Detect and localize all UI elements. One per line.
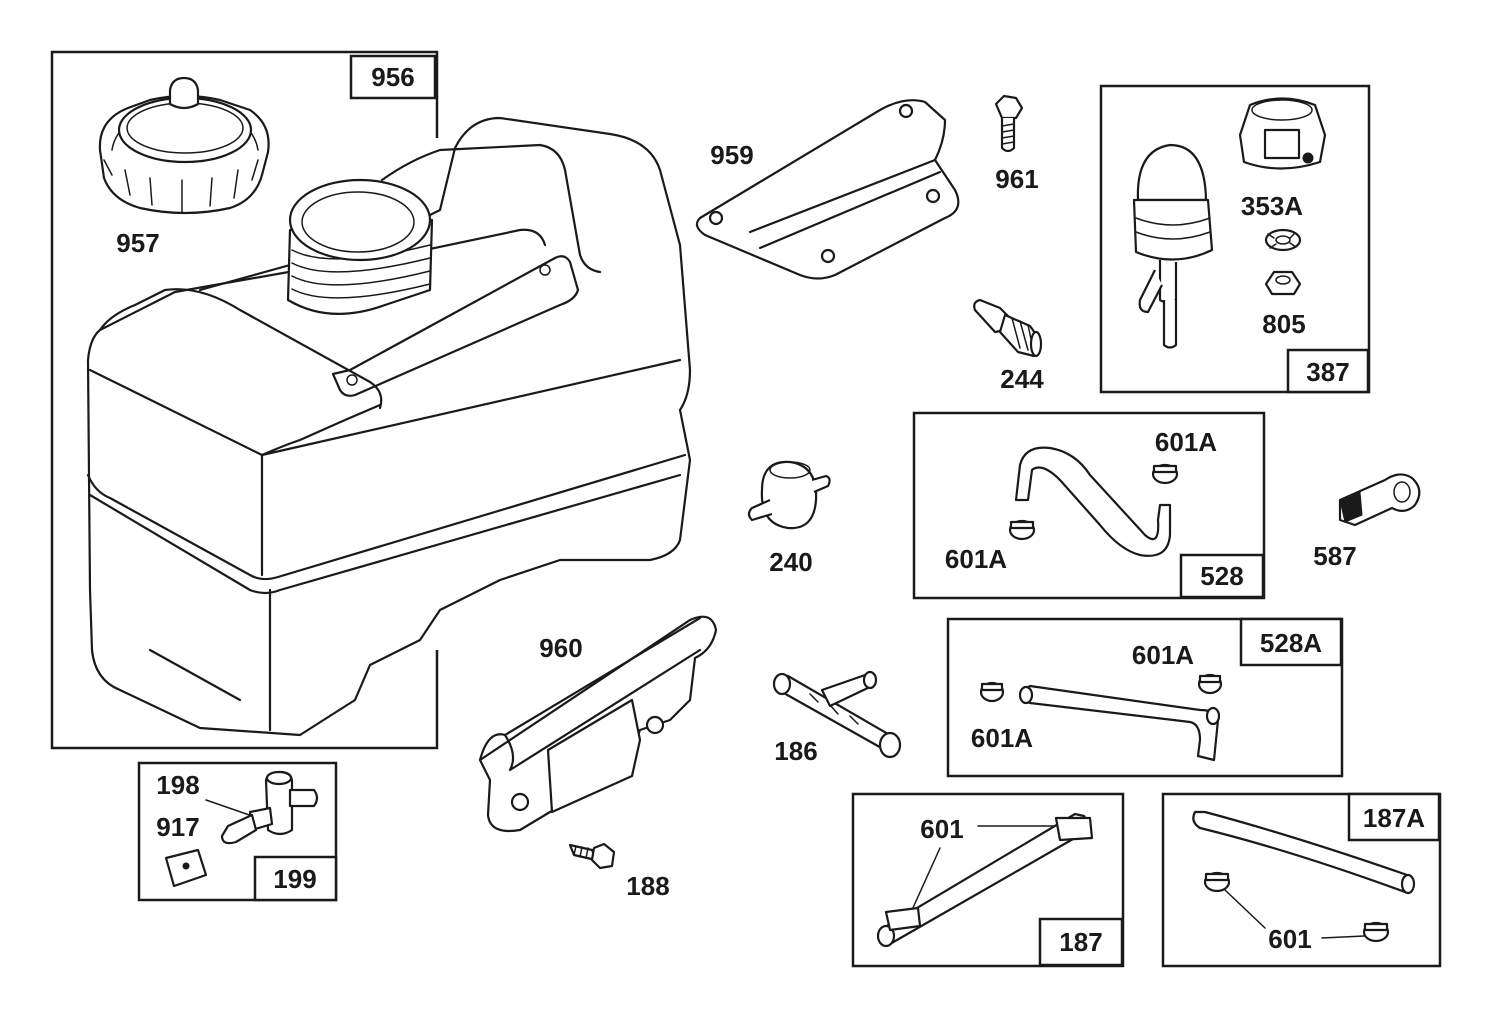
label-199: 199 <box>273 864 316 894</box>
label-244: 244 <box>1000 364 1044 394</box>
fuel-cap-957 <box>98 76 270 215</box>
label-188: 188 <box>626 871 669 901</box>
bracket-960 <box>478 615 718 833</box>
hose-clamp <box>1008 519 1036 541</box>
label-805: 805 <box>1262 309 1305 339</box>
fitting-244 <box>973 298 1043 358</box>
clip-917 <box>164 848 208 888</box>
kit-528: 528 601A 601A <box>912 411 1266 600</box>
label-186: 186 <box>774 736 817 766</box>
kit-187a: 187A 601 <box>1161 792 1442 968</box>
kit-528a: 528A 601A 601A <box>946 617 1344 778</box>
label-353a: 353A <box>1241 191 1303 221</box>
hose-clamp <box>1197 673 1223 695</box>
kit-199: 199 198 917 <box>137 761 338 902</box>
hose-clamp <box>1203 871 1231 893</box>
label-187: 187 <box>1059 927 1102 957</box>
kit-956-fuel-tank: 956 957 <box>50 50 692 750</box>
lock-washer <box>1264 228 1302 252</box>
label-601a-528-top: 601A <box>1155 427 1217 457</box>
inline-filter-240 <box>747 460 831 530</box>
label-528: 528 <box>1200 561 1243 591</box>
fuel-filter-bulb <box>1132 143 1214 349</box>
label-198: 198 <box>156 770 199 800</box>
bracket-959 <box>695 99 960 280</box>
hose-clamp <box>1151 463 1179 485</box>
hose-clamp <box>979 681 1005 703</box>
screw-188 <box>568 842 616 870</box>
label-601a-528-bottom: 601A <box>945 544 1007 574</box>
label-587: 587 <box>1313 541 1356 571</box>
label-601-187a: 601 <box>1268 924 1311 954</box>
label-528a: 528A <box>1260 628 1322 658</box>
screw-961 <box>994 94 1024 153</box>
label-957: 957 <box>116 228 159 258</box>
hose-clamp <box>884 906 922 932</box>
kit-387: 387 353A 805 <box>1099 84 1371 394</box>
clip-587 <box>1338 473 1421 527</box>
label-601a-528a-right: 601A <box>1132 640 1194 670</box>
label-960: 960 <box>539 633 582 663</box>
label-961: 961 <box>995 164 1038 194</box>
label-387: 387 <box>1306 357 1349 387</box>
tee-fitting-186 <box>772 670 902 759</box>
kit-187: 187 601 <box>851 792 1125 968</box>
label-959: 959 <box>710 140 753 170</box>
nut-353a <box>1238 97 1327 170</box>
label-601a-528a-left: 601A <box>971 723 1033 753</box>
label-956: 956 <box>371 62 414 92</box>
label-240: 240 <box>769 547 812 577</box>
label-187a: 187A <box>1363 803 1425 833</box>
hose-clamp <box>1054 816 1094 842</box>
label-601-187: 601 <box>920 814 963 844</box>
fuel-tank <box>86 116 692 737</box>
hex-nut-805 <box>1264 270 1302 296</box>
shutoff-valve <box>220 770 319 845</box>
hose-clamp <box>1362 921 1390 943</box>
label-917: 917 <box>156 812 199 842</box>
